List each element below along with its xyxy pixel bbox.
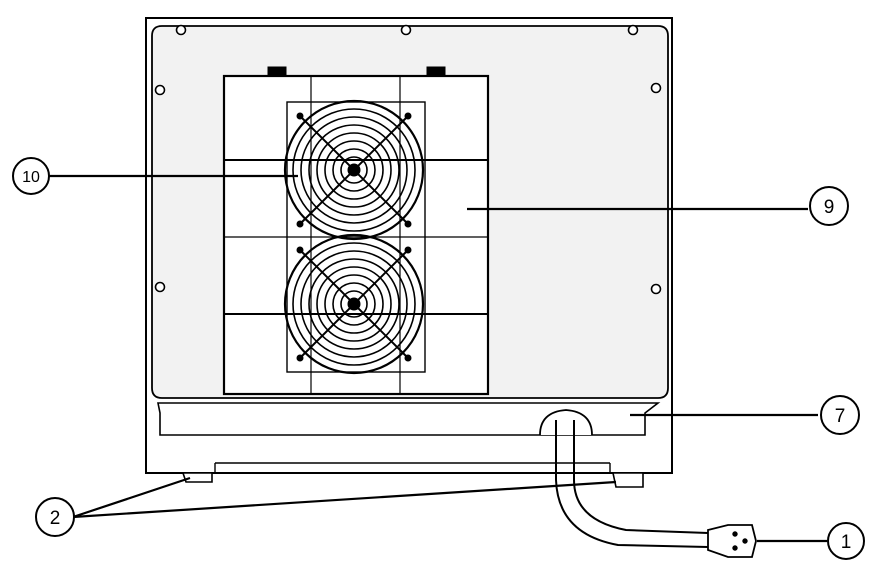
callout-2 — [35, 497, 75, 537]
leader-lines — [48, 174, 827, 543]
screw — [627, 24, 639, 36]
cord-gland — [539, 409, 593, 436]
callouts — [12, 157, 865, 560]
fan-bottom — [283, 233, 425, 375]
screw — [175, 24, 187, 36]
screw — [400, 24, 412, 36]
callout-labels: 10 9 7 1 2 — [22, 169, 851, 553]
callout-2-label: 2 — [50, 508, 61, 529]
power-plug — [707, 524, 757, 558]
callout-1-label: 1 — [841, 532, 852, 553]
screw — [650, 283, 662, 295]
screw — [650, 82, 662, 94]
fan-tab — [426, 66, 446, 77]
callout-10-label: 10 — [22, 169, 40, 186]
callout-7-label: 7 — [835, 406, 846, 427]
callout-1 — [827, 522, 865, 560]
fan-top — [283, 99, 425, 241]
foot-left — [181, 472, 213, 483]
screw — [154, 281, 166, 293]
callout-9 — [809, 186, 849, 226]
callout-9-label: 9 — [824, 197, 835, 218]
panel-screws — [154, 24, 662, 295]
screw — [154, 84, 166, 96]
callout-7 — [820, 395, 860, 435]
fan-tab — [267, 66, 287, 77]
foot-right — [612, 472, 644, 488]
callout-10 — [12, 157, 50, 195]
cabinet-base-panel — [157, 402, 661, 436]
